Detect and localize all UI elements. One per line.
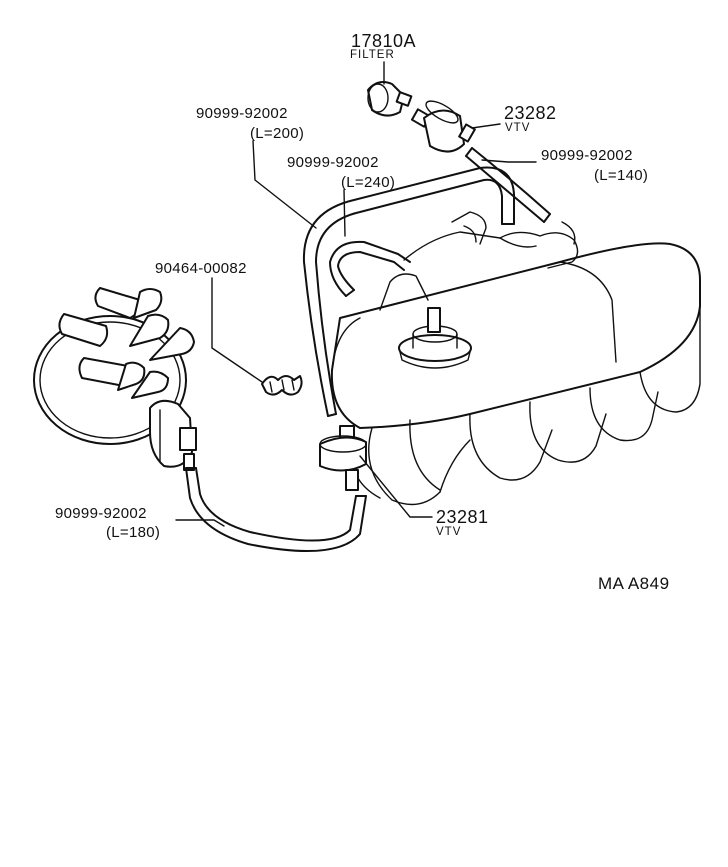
clip-part-number: 90464-00082 — [155, 260, 247, 277]
hose-l140-length: (L=140) — [594, 167, 649, 184]
hose-l140 — [465, 147, 576, 245]
intake-manifold — [330, 211, 701, 506]
filter-name-label: FILTER — [350, 49, 395, 61]
vtv-lower-part-number: 23281 — [436, 507, 489, 527]
filter — [367, 81, 413, 117]
hose-l200-part-number: 90999-92002 — [196, 105, 288, 122]
clip — [261, 375, 303, 396]
hose-l200-length: (L=200) — [250, 125, 305, 142]
filter-part-number: 17810A — [351, 31, 417, 51]
diagram-code: MA A849 — [598, 574, 670, 593]
hose-l200 — [302, 166, 515, 417]
vtv-lower-name-label: VTV — [436, 526, 462, 538]
hose-l240 — [329, 240, 411, 297]
hose-l240-part-number: 90999-92002 — [287, 154, 379, 171]
hose-l180-part-number: 90999-92002 — [55, 505, 147, 522]
vtv-upper-part-number: 23282 — [504, 103, 557, 123]
leader-lines — [175, 61, 537, 527]
hose-l240-length: (L=240) — [341, 174, 396, 191]
vtv-upper — [410, 100, 476, 153]
vtv-upper-name-label: VTV — [505, 122, 531, 134]
hose-l180 — [185, 467, 367, 553]
distributor — [33, 287, 197, 471]
hose-l180-length: (L=180) — [106, 524, 161, 541]
hose-l140-part-number: 90999-92002 — [541, 147, 633, 164]
